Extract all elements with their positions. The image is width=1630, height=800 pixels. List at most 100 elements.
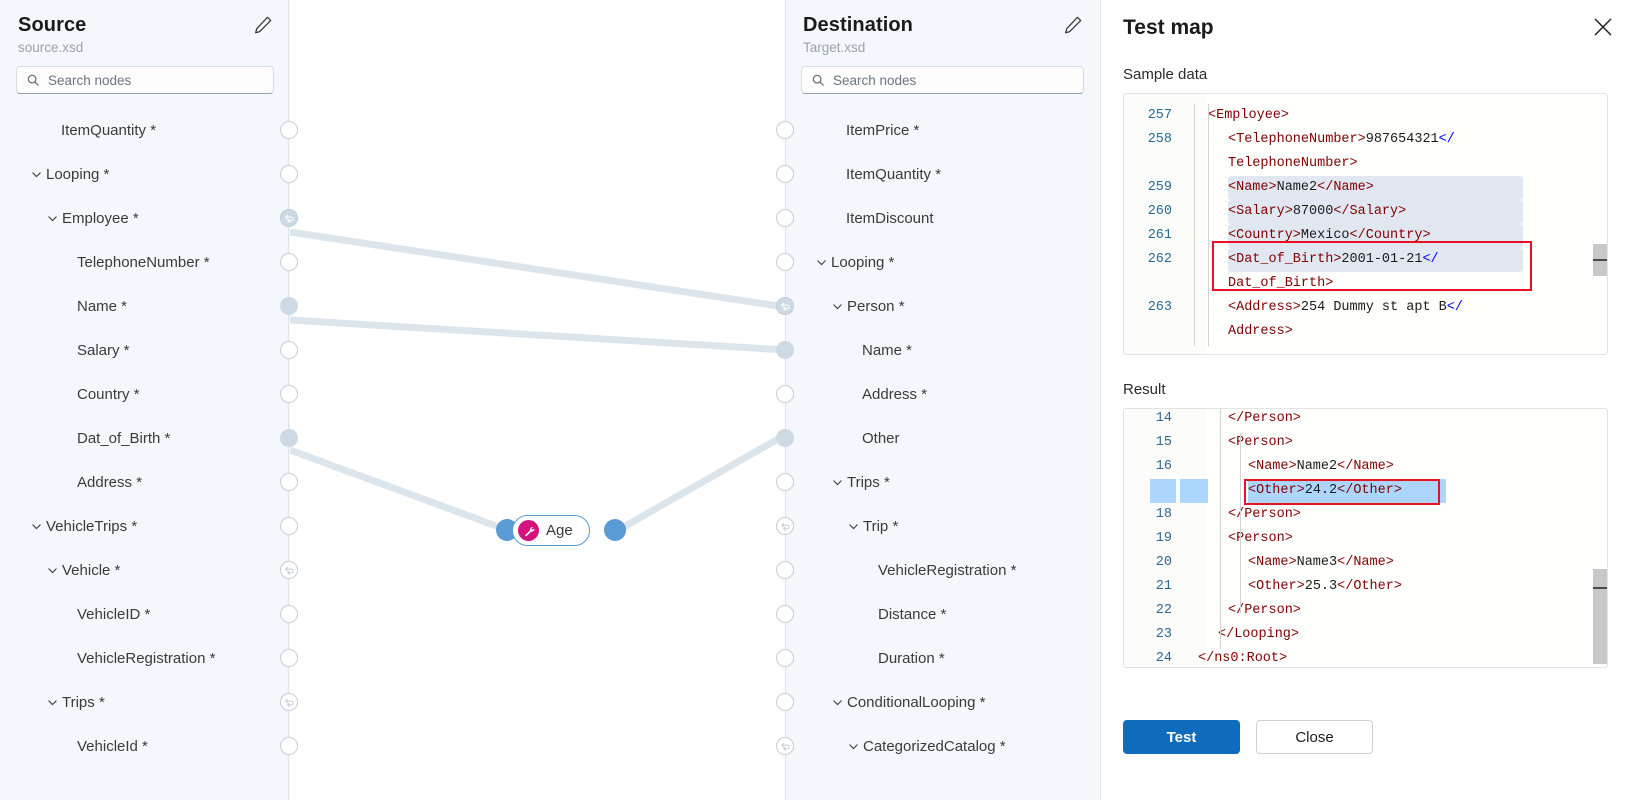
destination-tree-item[interactable]: ItemQuantity * — [785, 152, 1100, 196]
destination-node-handle[interactable] — [776, 341, 794, 359]
destination-node-handle[interactable] — [776, 253, 794, 271]
source-node-handle[interactable] — [280, 649, 298, 667]
sample-scroll-thumb[interactable] — [1593, 244, 1607, 276]
source-tree-item[interactable]: VehicleTrips * — [0, 504, 290, 548]
destination-tree-item[interactable]: Looping * — [785, 240, 1100, 284]
close-icon[interactable] — [1590, 14, 1616, 40]
source-tree-item[interactable]: Looping * — [0, 152, 290, 196]
destination-tree-item[interactable]: Trip * — [785, 504, 1100, 548]
pencil-icon[interactable] — [1062, 14, 1084, 36]
source-tree-item[interactable]: Name * — [0, 284, 290, 328]
destination-tree-item[interactable]: ItemDiscount — [785, 196, 1100, 240]
destination-node-handle[interactable] — [776, 737, 794, 755]
source-node-handle[interactable] — [280, 385, 298, 403]
tree-item-label: Trips * — [62, 693, 105, 711]
source-tree-item[interactable]: Dat_of_Birth * — [0, 416, 290, 460]
destination-tree-item[interactable]: Name * — [785, 328, 1100, 372]
chevron-down-icon[interactable] — [46, 212, 59, 225]
source-node-handle[interactable] — [280, 121, 298, 139]
source-node-handle[interactable] — [280, 517, 298, 535]
result-code-area[interactable]: </Person><Person><Name>Name2</Name><Othe… — [1198, 409, 1607, 667]
destination-node-handle[interactable] — [776, 561, 794, 579]
source-node-handle[interactable] — [280, 297, 298, 315]
destination-node-handle[interactable] — [776, 385, 794, 403]
chevron-down-icon[interactable] — [46, 564, 59, 577]
result-scrollbar[interactable] — [1593, 409, 1607, 667]
chevron-down-icon[interactable] — [831, 696, 844, 709]
tree-item-label: VehicleTrips * — [46, 517, 138, 535]
destination-tree-item[interactable]: Duration * — [785, 636, 1100, 680]
test-button[interactable]: Test — [1123, 720, 1240, 754]
close-button[interactable]: Close — [1256, 720, 1373, 754]
destination-tree-item[interactable]: VehicleRegistration * — [785, 548, 1100, 592]
source-node-handle[interactable] — [280, 605, 298, 623]
source-tree-item[interactable]: Address * — [0, 460, 290, 504]
destination-tree-item[interactable]: ConditionalLooping * — [785, 680, 1100, 724]
source-tree-item[interactable]: VehicleRegistration * — [0, 636, 290, 680]
destination-tree-item[interactable]: Address * — [785, 372, 1100, 416]
source-tree-item[interactable]: Country * — [0, 372, 290, 416]
destination-node-handle[interactable] — [776, 429, 794, 447]
tree-item-label: Dat_of_Birth * — [77, 429, 171, 447]
source-tree-item[interactable]: VehicleID * — [0, 592, 290, 636]
source-node-handle[interactable] — [280, 165, 298, 183]
chevron-down-icon[interactable] — [831, 476, 844, 489]
source-tree-item[interactable]: Vehicle * — [0, 548, 290, 592]
destination-node-handle[interactable] — [776, 693, 794, 711]
destination-tree-item[interactable]: ItemPrice * — [785, 108, 1100, 152]
chevron-down-icon[interactable] — [30, 520, 43, 533]
destination-node-handle[interactable] — [776, 165, 794, 183]
source-node-handle[interactable] — [280, 429, 298, 447]
destination-node-handle[interactable] — [776, 649, 794, 667]
source-tree-item[interactable]: Employee * — [0, 196, 290, 240]
result-fold-strip — [1180, 409, 1206, 667]
source-tree-item[interactable]: Trips * — [0, 680, 290, 724]
destination-tree-item[interactable]: Distance * — [785, 592, 1100, 636]
result-editor[interactable]: 1415161718192021222324 </Person><Person>… — [1123, 408, 1608, 668]
line-highlight — [1228, 224, 1523, 248]
source-tree-item[interactable]: TelephoneNumber * — [0, 240, 290, 284]
destination-tree-item[interactable]: CategorizedCatalog * — [785, 724, 1100, 768]
source-node-handle[interactable] — [280, 341, 298, 359]
chevron-down-icon[interactable] — [831, 300, 844, 313]
source-tree-item[interactable]: VehicleId * — [0, 724, 290, 768]
function-output-port[interactable] — [604, 519, 626, 541]
pencil-icon[interactable] — [252, 14, 274, 36]
sample-code-area[interactable]: <Employee><TelephoneNumber>987654321</Te… — [1194, 94, 1607, 354]
source-node-handle[interactable] — [280, 693, 298, 711]
chevron-down-icon[interactable] — [815, 256, 828, 269]
chevron-down-icon[interactable] — [847, 740, 860, 753]
chevron-down-icon[interactable] — [30, 168, 43, 181]
destination-node-handle[interactable] — [776, 517, 794, 535]
result-scroll-thumb[interactable] — [1593, 569, 1607, 664]
source-tree-item[interactable]: ItemQuantity * — [0, 108, 290, 152]
source-node-handle[interactable] — [280, 473, 298, 491]
source-tree-item[interactable]: Salary * — [0, 328, 290, 372]
sample-scrollbar[interactable] — [1593, 94, 1607, 354]
line-number: 22 — [1155, 603, 1172, 618]
mapping-canvas[interactable]: Age — [290, 0, 785, 800]
source-search-input[interactable] — [48, 72, 264, 88]
destination-node-handle[interactable] — [776, 605, 794, 623]
destination-node-handle[interactable] — [776, 209, 794, 227]
destination-search-box[interactable] — [801, 66, 1084, 94]
function-node-age[interactable]: Age — [512, 515, 590, 546]
destination-node-handle[interactable] — [776, 297, 794, 315]
source-panel: Source source.xsd ItemQuantity *Looping … — [0, 0, 298, 800]
destination-search-input[interactable] — [833, 72, 1074, 88]
source-node-handle[interactable] — [280, 561, 298, 579]
source-node-handle[interactable] — [280, 253, 298, 271]
destination-tree-item[interactable]: Other — [785, 416, 1100, 460]
source-node-handle[interactable] — [280, 737, 298, 755]
chevron-down-icon[interactable] — [847, 520, 860, 533]
destination-node-handle[interactable] — [776, 473, 794, 491]
source-node-handle[interactable] — [280, 209, 298, 227]
destination-node-handle[interactable] — [776, 121, 794, 139]
source-search-box[interactable] — [16, 66, 274, 94]
chevron-down-icon[interactable] — [46, 696, 59, 709]
destination-tree-item[interactable]: Person * — [785, 284, 1100, 328]
tree-item-label: VehicleRegistration * — [878, 561, 1017, 579]
result-label: Result — [1123, 381, 1166, 398]
destination-tree-item[interactable]: Trips * — [785, 460, 1100, 504]
